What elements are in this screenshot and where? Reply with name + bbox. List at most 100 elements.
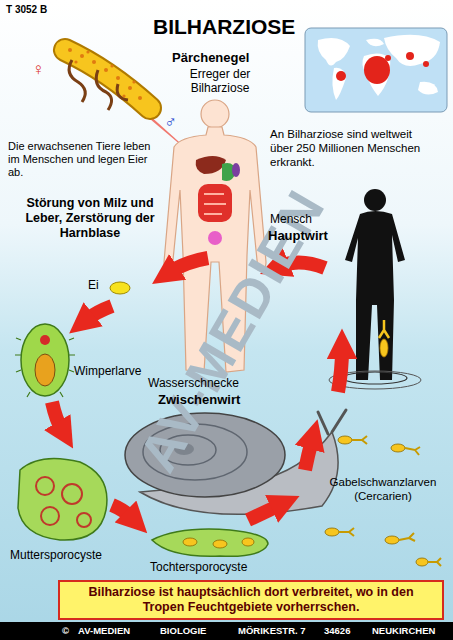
map-continent [332, 68, 346, 100]
host-name: Wasserschnecke [148, 376, 239, 390]
spleen [232, 163, 240, 177]
worm-spots [68, 48, 142, 100]
illustration-part [338, 436, 352, 444]
illustration-part [128, 86, 132, 90]
water-ripple [343, 372, 407, 384]
illustration-part [352, 436, 367, 444]
daughter-bud [77, 513, 91, 527]
code-number: T 3052 B [6, 4, 47, 16]
worm-outline [65, 50, 150, 108]
cercaria-inside [183, 538, 197, 546]
illustration-part [122, 94, 125, 97]
cycle-arrow [52, 402, 62, 430]
footer-text: MÖRIKESTR. 7 [238, 625, 306, 636]
note-text: Die erwachsenen Tiere leben im Menschen … [8, 140, 160, 180]
stage-label: Ei [88, 278, 99, 292]
person-head [364, 189, 386, 211]
larva-inner [35, 354, 55, 386]
illustration-part [428, 558, 441, 566]
damage-text: Störung von Milz und Leber, Zerstörung d… [18, 196, 162, 241]
footer-text: AV-MEDIEN [78, 625, 130, 636]
host-name: Mensch [270, 212, 312, 226]
summary-text: Bilharziose ist hauptsächlich dort verbr… [66, 585, 436, 615]
mother-sporocyst [18, 458, 107, 540]
host-role: Hauptwirt [268, 228, 328, 244]
cycle-arrow [170, 258, 208, 272]
miracidium [15, 324, 75, 397]
intestine-loop [204, 194, 226, 214]
cycle-arrow [338, 350, 342, 392]
snail-tentacle [318, 410, 346, 434]
daughter-bud [36, 477, 54, 495]
statistic-text: An Bilharziose sind weltweit über 250 Mi… [270, 128, 430, 169]
illustration-part [132, 80, 135, 83]
sporocyst-body [18, 458, 107, 540]
poster-title: BILHARZIOSE [153, 14, 295, 39]
stage-label: Gabelschwanzlarven (Cercarien) [318, 476, 448, 504]
penetrating-cercaria [379, 320, 389, 338]
summary-box: Bilharziose ist hauptsächlich dort verbr… [58, 580, 444, 620]
illustration-part [92, 60, 96, 64]
male-worm [65, 50, 150, 108]
cycle-arrow [305, 440, 312, 470]
larva-eye [40, 335, 50, 345]
female-worm [69, 60, 128, 110]
illustration-part [74, 60, 77, 63]
human-head [201, 100, 229, 128]
illustration-part [116, 76, 120, 80]
map-continent [362, 53, 390, 96]
cercaria-inside [242, 538, 254, 546]
map-spot [336, 71, 346, 81]
cercaria-inside [213, 540, 227, 548]
illustration-part [138, 96, 142, 100]
host-role: Zwischenwirt [158, 392, 240, 408]
daughter-bud [41, 507, 59, 525]
stage-label: Tochtersporocyste [150, 560, 247, 574]
footer-bar [0, 622, 453, 640]
cycle-arrow [112, 505, 132, 518]
sporocyst-body [152, 529, 268, 556]
illustration-part [339, 528, 354, 536]
daughter-sporocyst [152, 529, 268, 556]
illustration-part [104, 68, 108, 72]
illustration-part [86, 50, 89, 53]
cycle-arrow [248, 505, 280, 520]
bladder [208, 231, 222, 245]
parasite-name: Pärchenegel [172, 50, 249, 66]
illustration-part [391, 444, 405, 452]
footer-text: NEUKIRCHEN [372, 625, 435, 636]
illustration-part [110, 64, 113, 67]
world-map [305, 28, 447, 112]
map-spot [423, 61, 429, 67]
illustration-part [399, 533, 415, 541]
intestine [198, 184, 232, 222]
illustration-part [80, 54, 84, 58]
worm-pair [65, 48, 150, 110]
map-ocean [305, 28, 447, 112]
egg [110, 282, 130, 294]
illustration-part [416, 558, 428, 566]
daughter-bud [62, 484, 82, 504]
map-continent [318, 38, 350, 66]
footer-text: BIOLOGIE [160, 625, 206, 636]
map-spot [385, 55, 391, 61]
stage-label: Muttersporocyste [10, 548, 102, 562]
footer-text: © [62, 625, 69, 636]
stage-label: Wimperlarve [74, 364, 141, 378]
illustration-part [405, 447, 420, 455]
larva-body [21, 324, 69, 396]
person-body [345, 211, 405, 380]
parasite-caption: Erreger der Bilharziose [176, 67, 264, 96]
male-symbol: ♂ [164, 112, 177, 132]
cycle-arrows [52, 258, 342, 520]
footer-text: 34626 [324, 625, 350, 636]
illustration-part [68, 48, 72, 52]
map-continent [366, 39, 384, 47]
map-continent [384, 35, 440, 66]
cycle-arrow [86, 306, 112, 320]
liver [196, 156, 226, 174]
penetrating-cercaria [380, 339, 388, 357]
cilia [15, 338, 75, 397]
map-spot [406, 52, 414, 60]
